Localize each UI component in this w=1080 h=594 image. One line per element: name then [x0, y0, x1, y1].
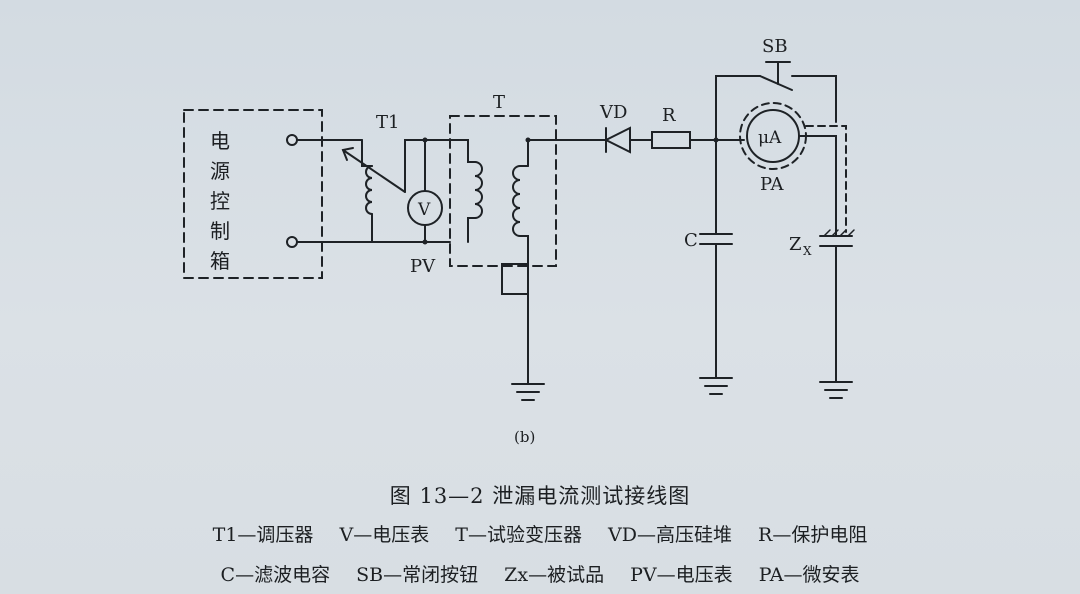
box-label-1: 电 — [210, 129, 230, 153]
t-secondary-coil — [512, 165, 521, 237]
meter-block — [501, 263, 529, 295]
label-c: C — [684, 230, 698, 251]
wire-sb-left — [715, 75, 761, 141]
legend-item: C—滤波电容 — [220, 564, 331, 586]
test-transformer-box — [449, 115, 557, 267]
legend-item: VD—高压硅堆 — [608, 524, 732, 546]
zx-lead-shield — [805, 125, 847, 233]
legend-item: PA—微安表 — [758, 564, 860, 586]
legend-item: R—保护电阻 — [758, 524, 868, 546]
t-primary-coil — [474, 161, 483, 219]
legend-item: V—电压表 — [339, 524, 430, 546]
t1-regulator-coil — [365, 165, 373, 215]
figure-caption: 图 13—2 泄漏电流测试接线图 — [389, 484, 691, 508]
power-control-box — [183, 109, 323, 279]
legend-item: PV—电压表 — [630, 564, 733, 586]
resistor-r — [651, 131, 691, 149]
label-t: T — [493, 92, 505, 113]
box-label-2: 源 — [210, 159, 230, 183]
label-t1: T1 — [376, 112, 399, 133]
ground-symbol-c — [699, 377, 733, 395]
box-label-3: 控 — [210, 189, 230, 213]
wire-sb-right — [791, 75, 837, 123]
sb-contact — [759, 75, 793, 91]
label-vd: VD — [599, 102, 627, 123]
legend-item: Zx—被试品 — [504, 564, 605, 586]
diode-triangle — [603, 126, 631, 154]
box-label-5: 箱 — [210, 249, 230, 273]
label-pv: PV — [410, 256, 436, 277]
legend-line-2: C—滤波电容 SB—常闭按钮 Zx—被试品 PV—电压表 PA—微安表 — [0, 560, 1080, 587]
legend-item: T1—调压器 — [212, 524, 314, 546]
legend-line-1: T1—调压器 V—电压表 T—试验变压器 VD—高压硅堆 R—保护电阻 — [0, 520, 1080, 547]
legend-item: T—试验变压器 — [455, 524, 582, 546]
voltmeter-symbol: V — [417, 200, 431, 220]
terminal-top — [286, 134, 298, 146]
wire-t1-output — [404, 139, 469, 193]
t1-adjust-arrow — [342, 149, 406, 193]
label-sb: SB — [762, 36, 788, 57]
microammeter-symbol: μA — [758, 128, 782, 148]
capacitor-c — [699, 233, 733, 245]
terminal-bottom — [286, 236, 298, 248]
ground-symbol-zx — [819, 381, 853, 399]
label-zx: Z — [789, 234, 802, 255]
label-r: R — [662, 105, 676, 126]
box-label-4: 制 — [210, 219, 230, 243]
legend-item: SB—常闭按钮 — [356, 564, 479, 586]
test-object-zx — [819, 235, 853, 247]
ground-symbol-t — [511, 383, 545, 401]
label-pa: PA — [760, 174, 784, 195]
wire-pa-to-zx — [798, 135, 837, 237]
label-zx-sub: X — [803, 244, 812, 258]
sub-figure-label: (b) — [514, 428, 535, 446]
sb-actuator — [765, 61, 791, 85]
